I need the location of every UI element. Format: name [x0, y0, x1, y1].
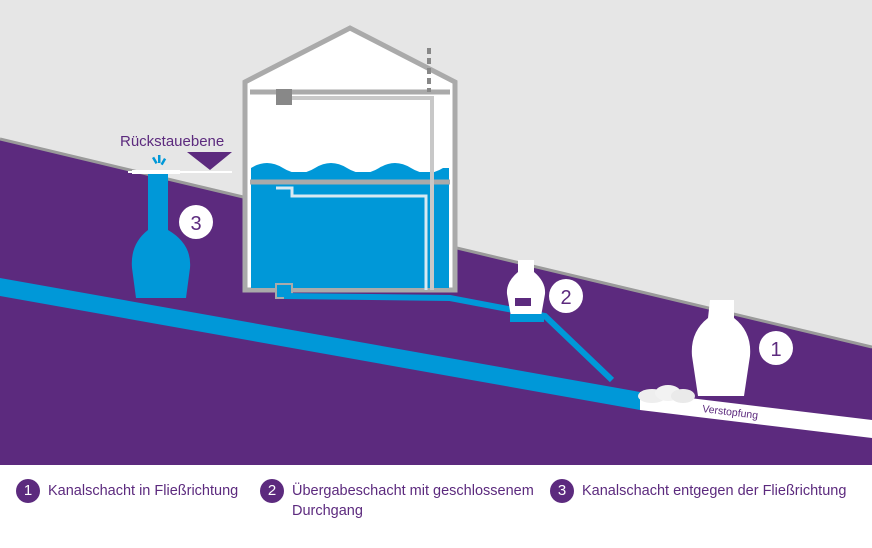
internal-pipe-lower	[276, 186, 428, 290]
manhole-3	[128, 170, 232, 298]
legend-number-2: 2	[260, 479, 284, 503]
water-splash-icon	[151, 155, 167, 166]
roof-drain-box	[276, 89, 292, 105]
legend-item-3: 3 Kanalschacht entgegen der Fließrichtun…	[550, 479, 847, 503]
badge-3-number: 3	[190, 213, 201, 235]
manhole-1	[691, 300, 751, 396]
badge-2-number: 2	[560, 287, 571, 309]
connection-pipe	[283, 293, 615, 383]
legend-text-1: Kanalschacht in Fließrichtung	[48, 483, 239, 499]
legend-item-2: 2 Übergabeschacht mit geschlossenem Durc…	[260, 479, 554, 521]
badge-2	[549, 279, 583, 313]
house-floor-water	[251, 172, 449, 288]
badge-1-number: 1	[770, 339, 781, 361]
blockage-icon	[638, 385, 695, 403]
manhole-2	[506, 260, 546, 322]
sewer-pipe-empty	[640, 392, 872, 438]
badge-3	[179, 205, 213, 239]
diagram-scene: Verstopfung Rückstauebene 3 2	[0, 0, 872, 465]
legend-item-1: 1 Kanalschacht in Fließrichtung	[16, 479, 239, 503]
internal-pipe-upper	[292, 96, 434, 290]
legend-number-3: 3	[550, 479, 574, 503]
rueckstau-label: Rückstauebene	[120, 133, 224, 150]
ground	[0, 140, 872, 465]
house	[242, 25, 458, 299]
legend-number-1: 1	[16, 479, 40, 503]
legend-text-3: Kanalschacht entgegen der Fließrichtung	[582, 483, 847, 499]
sewer-pipe-flooded	[0, 278, 640, 410]
water-waves	[251, 163, 449, 178]
backflow-level-marker-icon	[187, 152, 232, 170]
legend-text-2: Übergabeschacht mit geschlossenem Durchg…	[292, 483, 534, 519]
legend: 1 Kanalschacht in Fließrichtung 2 Überga…	[0, 465, 872, 548]
badge-1	[759, 331, 793, 365]
